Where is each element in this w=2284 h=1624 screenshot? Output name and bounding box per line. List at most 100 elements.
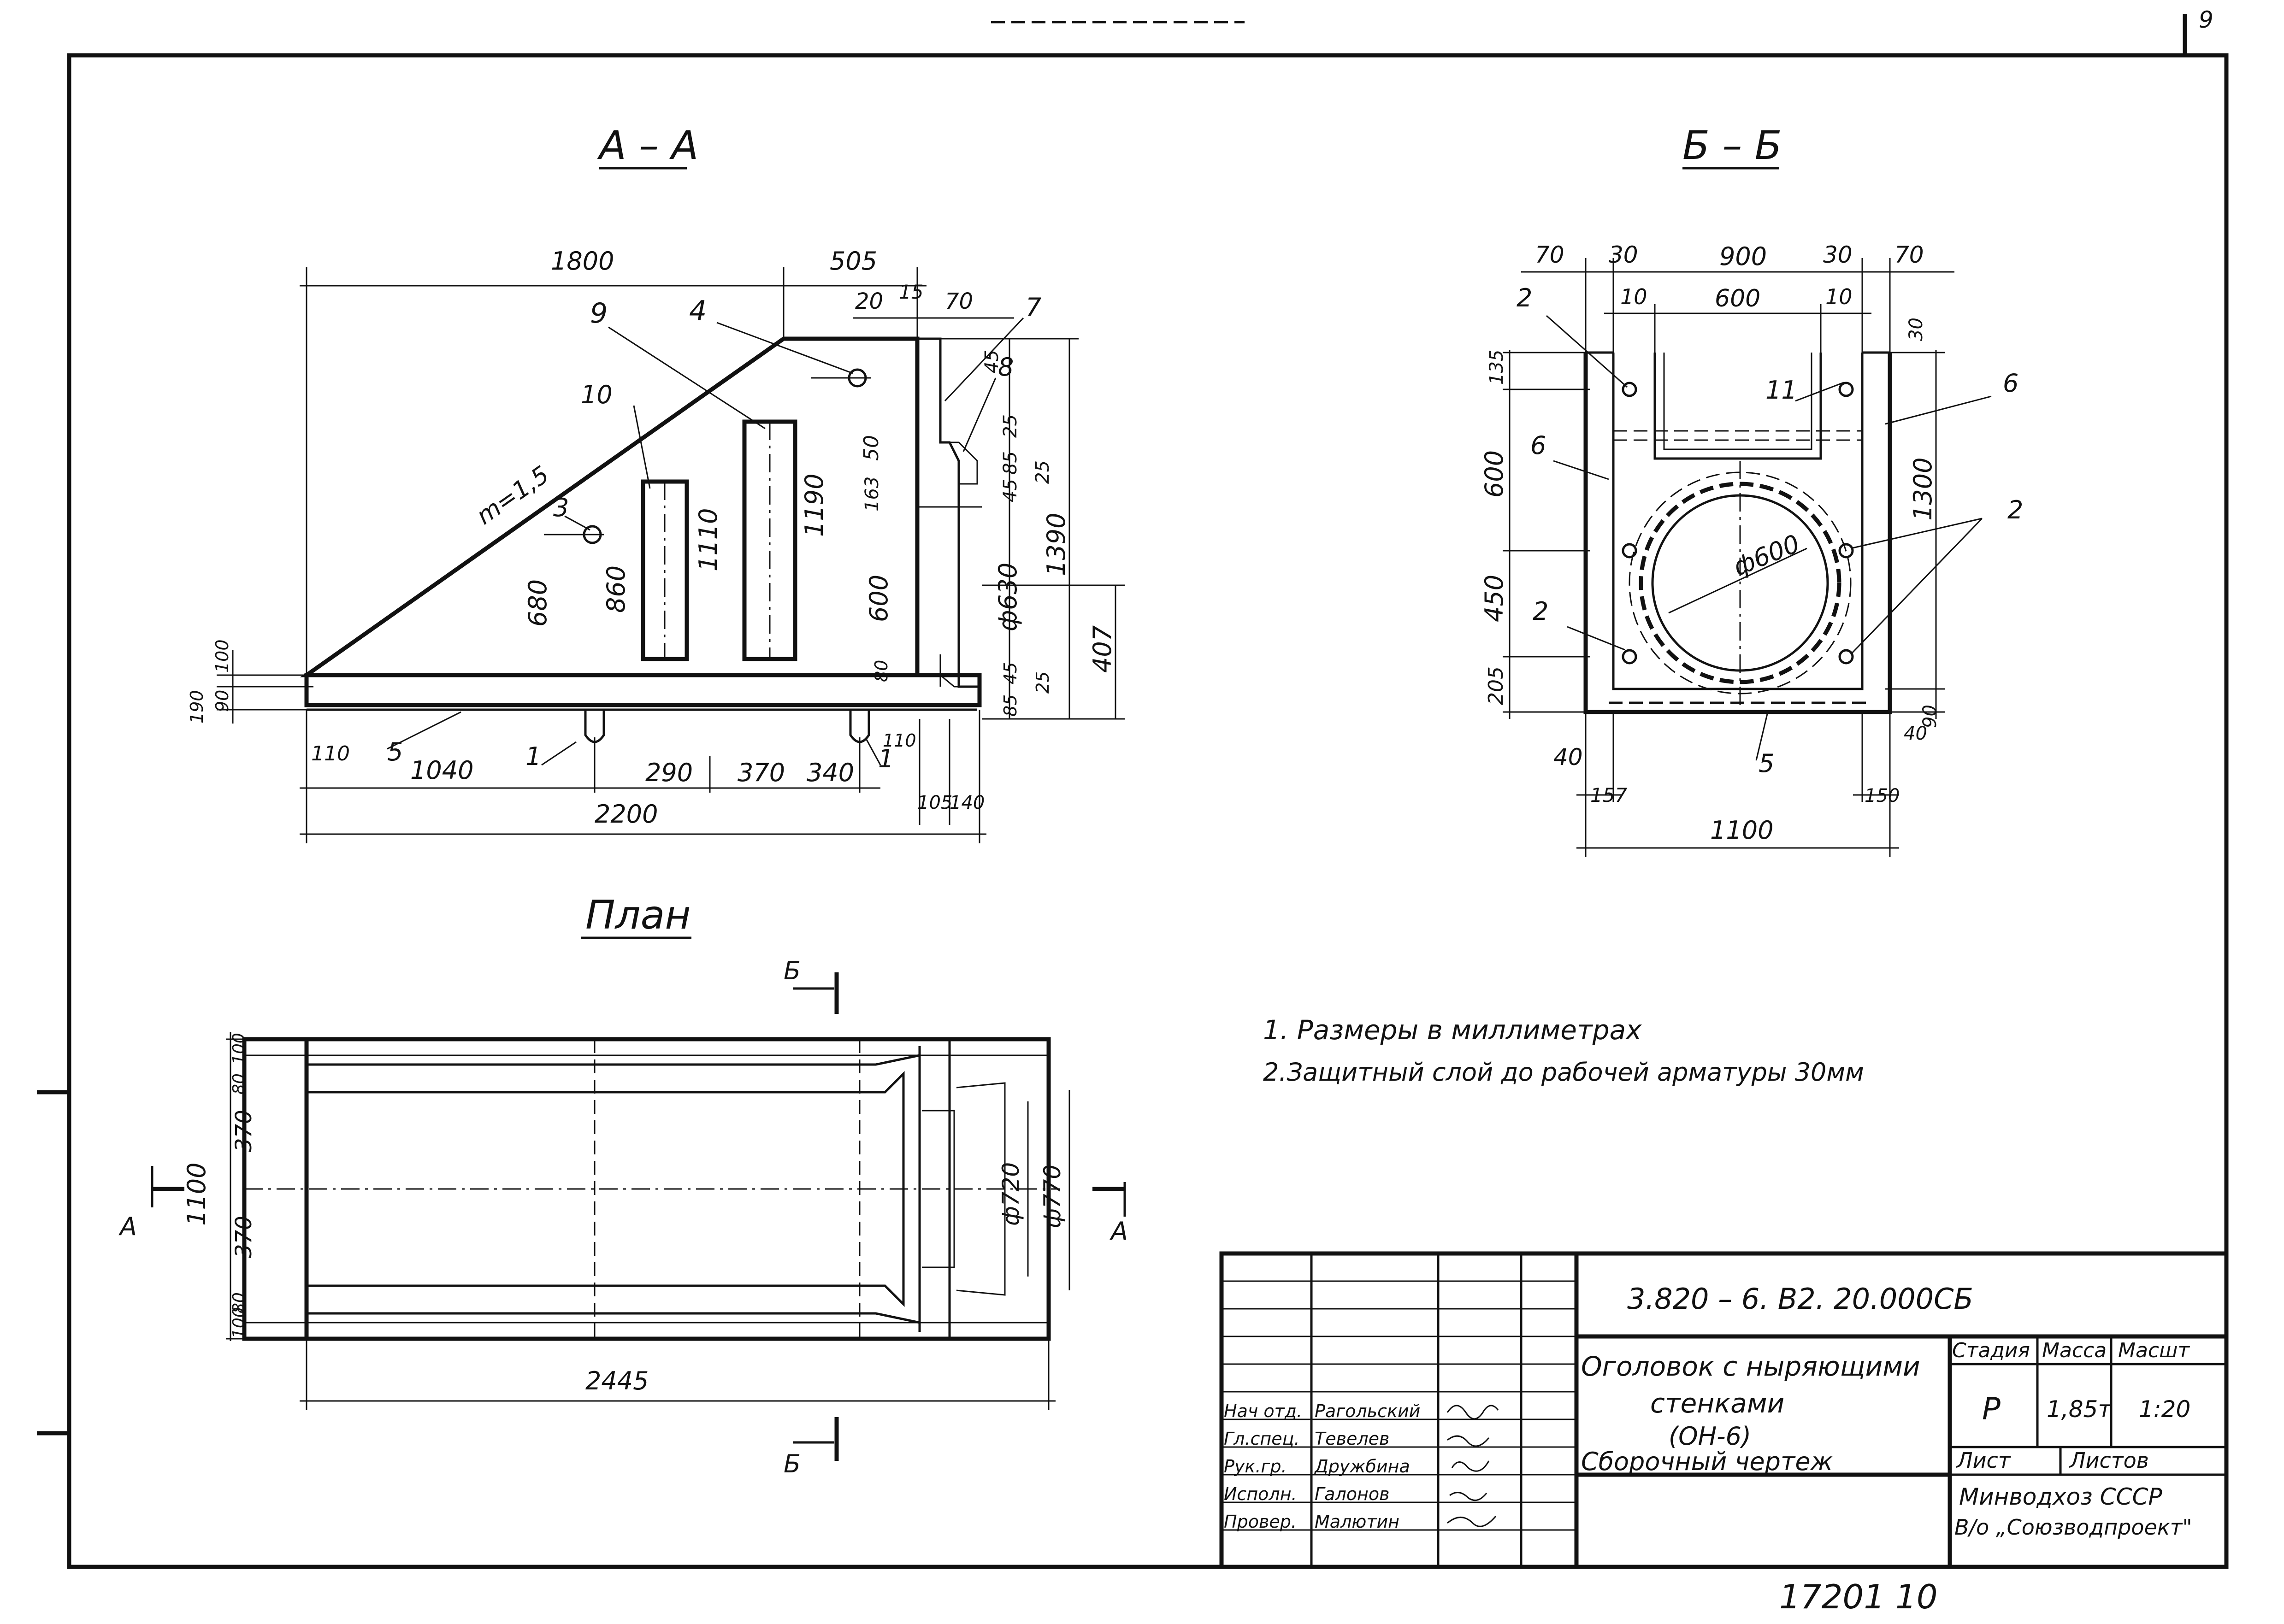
callout-aa-4: 4 — [689, 295, 707, 327]
dim-aa-45a: 45 — [981, 350, 1003, 373]
dim-bb-1100: 1100 — [1710, 816, 1773, 845]
staff-name-4: Галонов — [1315, 1484, 1389, 1504]
staff-name-1: Рагольский — [1315, 1401, 1420, 1421]
section-b-b: Б – Б ф600 70 30 900 — [1480, 123, 2023, 857]
label-sheet: Лист — [1956, 1448, 2011, 1473]
dim-bb-10b: 10 — [1825, 284, 1853, 309]
dim-aa-1190: 1190 — [800, 474, 829, 537]
dim-aa-140: 140 — [950, 792, 985, 813]
value-stage: Р — [1982, 1391, 2001, 1427]
staff-role-5: Провер. — [1224, 1512, 1297, 1532]
value-scale: 1:20 — [2139, 1396, 2190, 1423]
staff-role-1: Нач отд. — [1224, 1401, 1302, 1421]
section-mark-b-top: Б — [784, 956, 801, 985]
dim-bb-135: 135 — [1486, 350, 1507, 385]
plan-dim-370b: 370 — [231, 1216, 257, 1258]
dim-bb-1300: 1300 — [1908, 458, 1937, 521]
dim-aa-1800: 1800 — [551, 247, 614, 276]
callout-bb-2a: 2 — [1517, 283, 1532, 312]
plan-dim-80a: 80 — [230, 1073, 248, 1094]
header-stage: Стадия — [1952, 1339, 2030, 1362]
plan-view: План 1100 370 370 100 80 80 100 ф720 ф77… — [118, 892, 1128, 1478]
callout-aa-1b: 1 — [878, 744, 894, 773]
callout-aa-5: 5 — [387, 737, 403, 766]
plan-dim-2445: 2445 — [585, 1366, 649, 1395]
staff-role-4: Исполн. — [1224, 1484, 1297, 1504]
dim-aa-25a: 25 — [1000, 414, 1021, 438]
title-block: 3.820 – 6. В2. 20.000СБ Оголовок с ныряю… — [1219, 1251, 2229, 1569]
dim-bb-90: 90 — [1919, 705, 1941, 728]
dim-aa-600: 600 — [864, 575, 893, 622]
dim-aa-680: 680 — [523, 579, 552, 627]
dim-aa-70: 70 — [945, 288, 973, 314]
general-notes: 1. Размеры в миллиметрах 2.Защитный слой… — [1263, 1014, 1864, 1087]
dim-bb-157: 157 — [1590, 784, 1627, 806]
plan-dim-1100: 1100 — [182, 1163, 211, 1226]
drawing-name-line2: стенками — [1650, 1388, 1784, 1419]
dim-aa-85a: 85 — [1000, 451, 1021, 475]
section-a-a: А – А 1800 50 5 20 15 70 — [187, 123, 1125, 843]
signature-marks — [1446, 1405, 1499, 1527]
header-scale: Масшт — [2118, 1339, 2190, 1362]
callout-aa-3: 3 — [553, 493, 569, 522]
note-1: 1. Размеры в миллиметрах — [1263, 1014, 1642, 1046]
dim-bb-900: 900 — [1719, 242, 1767, 271]
label-sheets: Листов — [2069, 1448, 2149, 1473]
dim-bb-600: 600 — [1480, 450, 1509, 498]
value-mass: 1,85т — [2047, 1396, 2112, 1423]
dim-aa-340: 340 — [807, 758, 854, 787]
dim-aa-90: 90 — [212, 690, 232, 712]
dim-aa-110b: 110 — [883, 730, 916, 751]
dim-bb-40l: 40 — [1553, 744, 1583, 771]
sheet-frame: 9 — [37, 6, 2229, 1569]
dim-aa-80: 80 — [871, 660, 891, 682]
dim-bb-10a: 10 — [1620, 284, 1647, 309]
callout-bb-6b: 6 — [2003, 369, 2018, 398]
staff-role-2: Гл.спец. — [1224, 1429, 1300, 1449]
dim-aa-50: 50 — [860, 435, 883, 461]
callout-bb-2c: 2 — [2007, 495, 2023, 524]
dim-bb-30a: 30 — [1609, 241, 1638, 268]
section-a-a-title: А – А — [597, 123, 698, 169]
plan-dim-770: ф770 — [1039, 1165, 1066, 1228]
dim-bb-30b: 30 — [1823, 241, 1853, 268]
plan-dim-370a: 370 — [231, 1110, 257, 1152]
callout-aa-1a: 1 — [525, 742, 541, 771]
dim-aa-20: 20 — [855, 288, 883, 314]
callout-bb-6a: 6 — [1530, 431, 1546, 460]
doc-code: 3.820 – 6. В2. 20.000СБ — [1627, 1282, 1973, 1316]
dim-aa-190: 190 — [187, 690, 207, 724]
dim-aa-100: 100 — [212, 639, 232, 673]
dim-bb-450: 450 — [1480, 575, 1509, 622]
plan-dim-100b: 100 — [230, 1307, 248, 1339]
callout-aa-8: 8 — [998, 353, 1014, 382]
dim-aa-370: 370 — [738, 758, 785, 787]
plan-dim-80b: 80 — [230, 1292, 248, 1313]
dim-aa-407: 407 — [1088, 625, 1117, 673]
dim-aa-163: 163 — [862, 477, 883, 512]
dim-bb-205: 205 — [1484, 666, 1508, 705]
dim-aa-85b: 85 — [1000, 694, 1021, 717]
staff-role-3: Рук.гр. — [1224, 1456, 1287, 1477]
staff-name-2: Тевелев — [1315, 1429, 1389, 1449]
callout-bb-11: 11 — [1765, 376, 1797, 405]
drawing-name-line1: Оголовок с ныряющими — [1581, 1351, 1920, 1382]
dim-aa-2200: 2200 — [595, 800, 658, 829]
drawing-name-line3: (ОН-6) — [1669, 1422, 1751, 1451]
staff-name-3: Дружбина — [1314, 1456, 1410, 1477]
dim-bb-70b: 70 — [1894, 241, 1924, 268]
section-mark-a-left: А — [118, 1212, 137, 1241]
dim-aa-290: 290 — [645, 758, 693, 787]
dim-bb-600top: 600 — [1715, 285, 1760, 312]
callout-bb-2b: 2 — [1533, 597, 1548, 626]
note-2: 2.Защитный слой до рабочей арматуры 30мм — [1263, 1058, 1864, 1087]
callout-aa-9: 9 — [590, 297, 608, 330]
corner-sheet-number: 9 — [2199, 6, 2213, 33]
dim-aa-25c: 25 — [1033, 671, 1053, 694]
org-line2: В/о „Союзводпроект" — [1954, 1515, 2192, 1540]
dim-aa-1040: 1040 — [410, 756, 473, 785]
header-mass: Масса — [2042, 1339, 2107, 1362]
section-mark-a-right: А — [1110, 1217, 1128, 1246]
dim-aa-630: ф630 — [993, 563, 1022, 631]
dim-aa-15: 15 — [899, 281, 923, 303]
